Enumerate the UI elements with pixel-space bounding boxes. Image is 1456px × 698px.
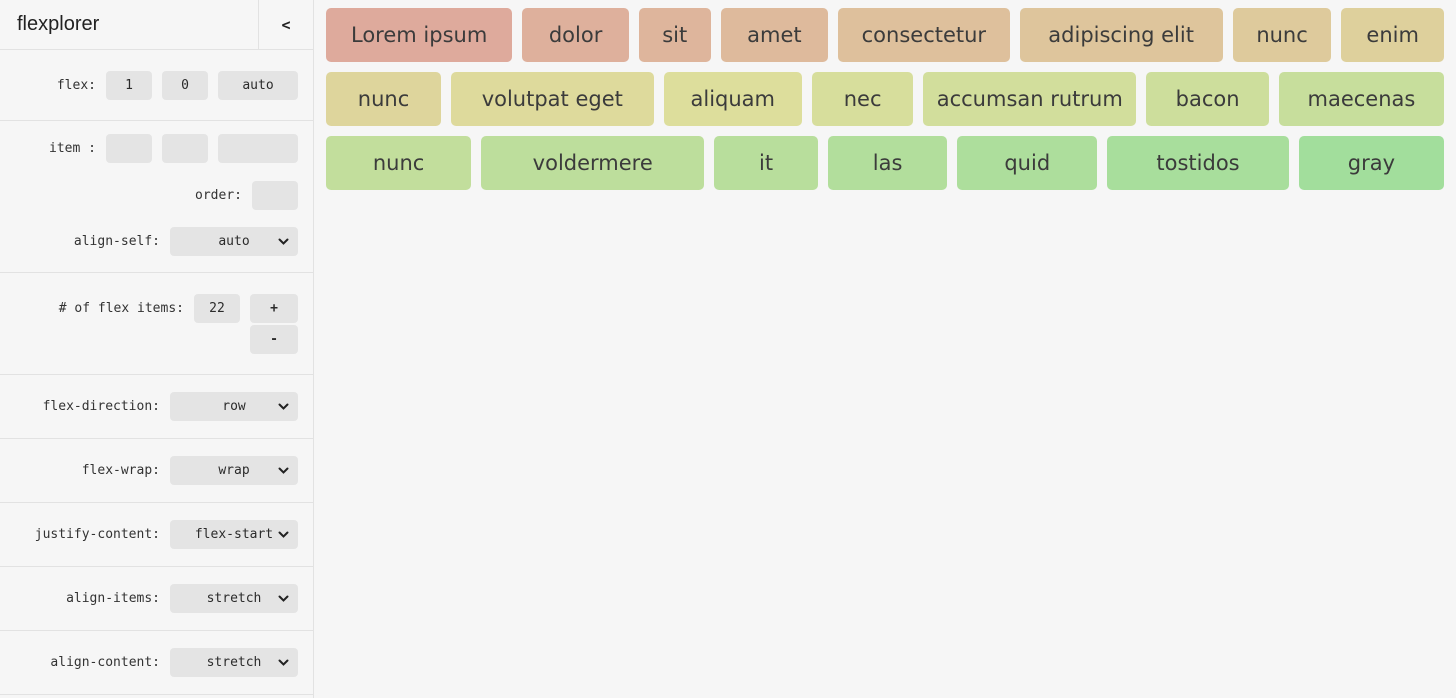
justify-content-select[interactable]: flex-start	[170, 520, 298, 549]
flex-item[interactable]: gray	[1298, 136, 1444, 190]
align-content-label: align-content:	[50, 655, 160, 670]
flex-item[interactable]: bacon	[1146, 72, 1269, 126]
flex-item[interactable]: nunc	[326, 136, 472, 190]
flex-shrink-input[interactable]	[162, 70, 208, 100]
flex-item[interactable]: Lorem ipsum	[326, 8, 513, 62]
chevron-down-icon	[278, 659, 289, 666]
item-flex-grow-input[interactable]	[106, 134, 152, 163]
flex-item[interactable]: adipiscing elit	[1019, 8, 1223, 62]
chevron-down-icon	[278, 403, 289, 410]
item-count-label: # of flex items:	[58, 300, 184, 316]
item-flex-basis-input[interactable]	[218, 134, 298, 163]
chevron-down-icon	[278, 238, 289, 245]
chevron-down-icon	[278, 595, 289, 602]
flex-item[interactable]: las	[827, 136, 948, 190]
align-self-select[interactable]: auto	[170, 227, 298, 256]
flex-item[interactable]: dolor	[522, 8, 629, 62]
item-settings-section: item : order: align-self: auto	[0, 121, 313, 273]
flex-direction-section: flex-direction: row	[0, 375, 313, 439]
align-items-section: align-items: stretch	[0, 567, 313, 631]
flex-item[interactable]: nunc	[1232, 8, 1332, 62]
flex-item[interactable]: tostidos	[1107, 136, 1289, 190]
item-count-input[interactable]	[194, 293, 240, 323]
flex-item[interactable]: amet	[720, 8, 829, 62]
flex-wrap-section: flex-wrap: wrap	[0, 439, 313, 503]
flex-wrap-label: flex-wrap:	[81, 463, 160, 478]
flex-shorthand-section: flex:	[0, 50, 313, 121]
sidebar-collapse-button[interactable]: <	[258, 0, 313, 49]
remove-item-button[interactable]: -	[250, 324, 298, 354]
flex-item[interactable]: sit	[638, 8, 711, 62]
flex-item[interactable]: nunc	[326, 72, 442, 126]
flex-direction-label: flex-direction:	[42, 399, 160, 414]
flex-item[interactable]: accumsan rutrum	[923, 72, 1137, 126]
chevron-down-icon	[278, 531, 289, 538]
flex-wrap-select[interactable]: wrap	[170, 456, 298, 485]
app-title: flexplorer	[17, 13, 100, 35]
flex-basis-input[interactable]	[218, 70, 298, 100]
flex-item[interactable]: volutpat eget	[451, 72, 654, 126]
chevron-down-icon	[278, 467, 289, 474]
align-items-select[interactable]: stretch	[170, 584, 298, 613]
item-flex-shrink-input[interactable]	[162, 134, 208, 163]
item-count-section: # of flex items: + -	[0, 273, 313, 375]
align-content-select[interactable]: stretch	[170, 648, 298, 677]
flex-direction-select[interactable]: row	[170, 392, 298, 421]
flex-item[interactable]: consectetur	[838, 8, 1010, 62]
align-content-section: align-content: stretch	[0, 631, 313, 695]
sidebar: flexplorer < flex: item : order: align-s…	[0, 0, 314, 698]
align-self-label: align-self:	[73, 234, 160, 249]
justify-content-label: justify-content:	[34, 527, 160, 542]
flex-item[interactable]: aliquam	[663, 72, 803, 126]
flex-item[interactable]: quid	[957, 136, 1098, 190]
align-items-label: align-items:	[66, 591, 160, 606]
flex-item[interactable]: nec	[812, 72, 914, 126]
flex-item[interactable]: voldermere	[481, 136, 705, 190]
add-item-button[interactable]: +	[250, 293, 298, 323]
flex-item[interactable]: it	[714, 136, 818, 190]
sidebar-header: flexplorer <	[0, 0, 313, 50]
flex-item[interactable]: maecenas	[1278, 72, 1444, 126]
order-label: order:	[195, 188, 242, 203]
flex-grow-input[interactable]	[106, 70, 152, 100]
order-input[interactable]	[252, 181, 298, 210]
flex-label: flex:	[56, 77, 96, 93]
justify-content-section: justify-content: flex-start	[0, 503, 313, 567]
item-label: item :	[49, 141, 96, 156]
flex-item[interactable]: enim	[1341, 8, 1444, 62]
chevron-left-icon: <	[281, 15, 291, 34]
